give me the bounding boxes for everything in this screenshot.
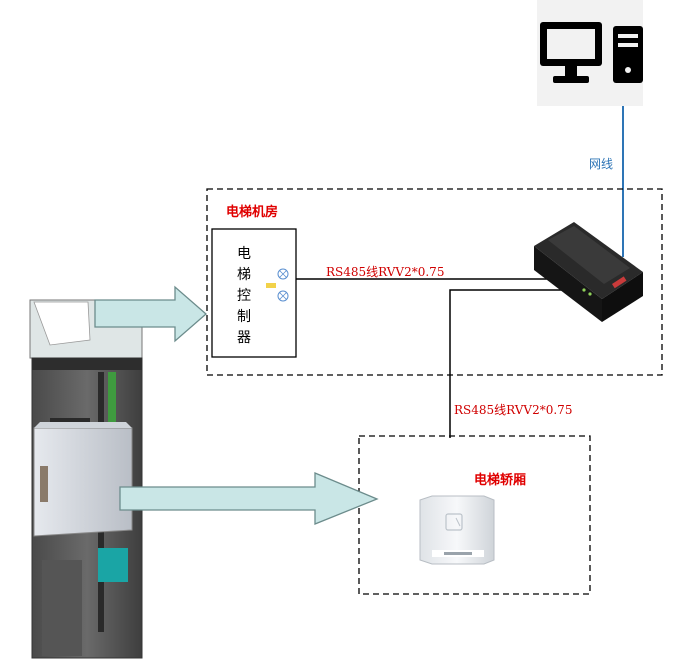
desktop-computer-icon <box>537 0 643 106</box>
machine-room-label: 电梯机房 <box>226 205 279 220</box>
elevator-car-boundary <box>358 435 591 595</box>
network-label: 网线 <box>589 157 614 171</box>
arrow-to-car <box>119 472 379 525</box>
rs485-label-vertical: RS485线RVV2*0.75 <box>454 403 573 417</box>
card-reader-icon <box>419 495 495 565</box>
controller-char-1: 电 <box>237 246 251 262</box>
controller-char-5: 器 <box>237 330 251 346</box>
access-controller-icon <box>534 222 643 322</box>
controller-char-4: 制 <box>237 309 251 325</box>
elevator-car-label: 电梯轿厢 <box>474 473 527 488</box>
rs485-cable-vertical <box>449 289 578 438</box>
controller-char-2: 梯 <box>237 267 251 283</box>
elevator-shaft-icon <box>29 299 143 659</box>
terminal-icon <box>266 268 289 302</box>
controller-char-3: 控 <box>237 288 251 304</box>
rs485-label-top: RS485线RVV2*0.75 <box>326 265 445 279</box>
arrow-to-controller <box>94 285 207 343</box>
